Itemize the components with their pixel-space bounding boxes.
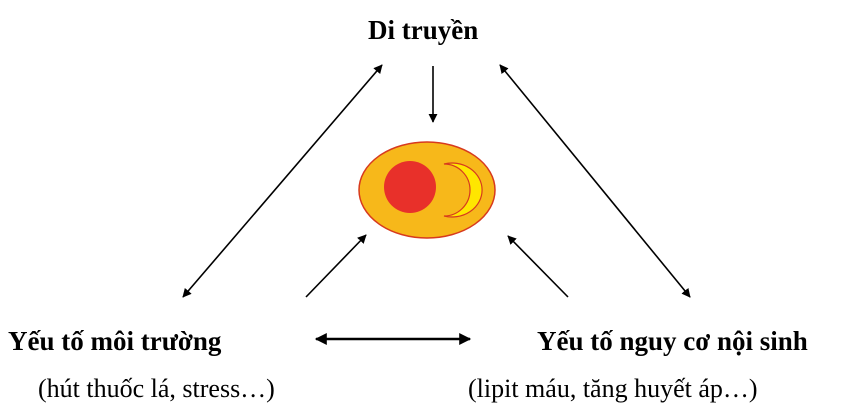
node-label-endogenous-risk: Yếu tố nguy cơ nội sinh — [537, 326, 808, 356]
arrow-right-to-center — [507, 235, 569, 298]
arrow-left-to-center — [305, 234, 367, 298]
lesion-core — [384, 161, 436, 213]
node-detail-endogenous-risk: (lipit máu, tăng huyết áp…) — [468, 374, 758, 403]
node-detail-environment: (hút thuốc lá, stress…) — [38, 374, 275, 403]
node-label-genetics: Di truyền — [368, 15, 479, 45]
arrow-right-top-bidirectional — [499, 64, 691, 298]
arrow-left-top-bidirectional — [182, 64, 383, 298]
node-label-environment: Yếu tố môi trường — [8, 326, 222, 356]
lesion-icon — [358, 141, 496, 239]
lesion-crescent — [443, 162, 483, 218]
